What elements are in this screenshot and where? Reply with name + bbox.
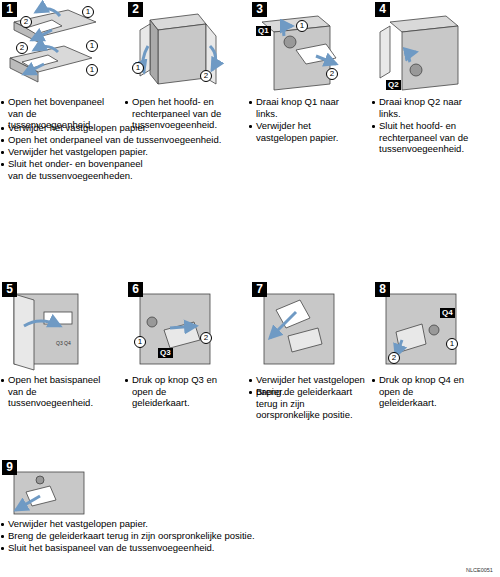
instruction-text: Draai knop Q2 naar links.	[379, 96, 462, 119]
instruction-text: Sluit het onder- en bovenpaneel van de t…	[8, 158, 143, 181]
callout-number: 1	[296, 20, 308, 32]
bullet	[1, 151, 4, 154]
callout-number: 1	[82, 6, 94, 18]
knob-label: Q2	[386, 80, 401, 90]
instruction-item: Draai knop Q2 naar links.	[371, 96, 463, 119]
step-number: 8	[375, 282, 390, 297]
bullet	[1, 163, 4, 166]
instruction-text: Draai knop Q1 naar links.	[256, 96, 339, 119]
bullet	[372, 125, 375, 128]
step-number: 6	[128, 282, 143, 297]
knob-label: Q1	[256, 26, 271, 36]
instruction-text: Breng de geleiderkaart terug in zijn oor…	[256, 386, 353, 420]
bullet	[1, 535, 4, 538]
bullet	[125, 101, 128, 104]
step-number: 5	[2, 282, 17, 297]
instruction-item: Open het hoofd- en rechterpaneel van de …	[124, 96, 242, 131]
instruction-text: Druk op knop Q4 en open de geleiderkaart…	[379, 374, 464, 408]
instruction-item: Sluit het basispaneel van de tussenvoege…	[0, 542, 420, 554]
step-number: 9	[2, 460, 17, 475]
callout-number: 2	[16, 42, 28, 54]
bullet	[125, 379, 128, 382]
bullet	[1, 139, 4, 142]
step-number: 2	[128, 2, 143, 17]
callout-number: 2	[20, 16, 32, 28]
instruction-item: Verwijder het vastgelopen papier.	[0, 518, 420, 530]
step-number: 7	[252, 282, 267, 297]
callout-number: 1	[86, 40, 98, 52]
instruction-text: Open het onderpaneel van de tussenvoegee…	[8, 134, 221, 145]
callout-number: 2	[200, 70, 212, 82]
instruction-item: Druk op knop Q3 en open de geleiderkaart…	[124, 374, 224, 409]
instruction-text: Verwijder het vastgelopen papier.	[8, 146, 148, 157]
figure-code: NLCE0051	[466, 567, 493, 573]
callout-number: 1	[446, 338, 458, 350]
step-number: 3	[252, 2, 267, 17]
instruction-text: Verwijder het vastgelopen papier.	[256, 120, 338, 143]
instruction-text: Open het basispaneel van de tussenvoegee…	[8, 374, 100, 408]
bullet	[1, 523, 4, 526]
callout-number: 1	[132, 62, 144, 74]
instruction-item: Open het onderpaneel van de tussenvoegee…	[0, 134, 300, 146]
instruction-item: Verwijder het vastgelopen papier.	[248, 120, 348, 143]
bullet	[1, 101, 4, 104]
instruction-item: Verwijder het vastgelopen papier.	[0, 146, 300, 158]
instruction-item: Breng de geleiderkaart terug in zijn oor…	[0, 530, 420, 542]
instruction-text: Druk op knop Q3 en open de geleiderkaart…	[132, 374, 217, 408]
knob-label: Q3	[56, 340, 63, 346]
bullet	[1, 547, 4, 550]
bullet	[249, 125, 252, 128]
knob-label: Q4	[440, 308, 455, 318]
instruction-text: Breng de geleiderkaart terug in zijn oor…	[8, 530, 255, 541]
instruction-text: Open het hoofd- en rechterpaneel van de …	[132, 96, 221, 130]
instruction-text: Sluit het hoofd- en rechterpaneel van de…	[379, 120, 468, 154]
callout-number: 2	[388, 352, 400, 364]
instruction-item: Open het basispaneel van de tussenvoegee…	[0, 374, 104, 409]
callout-number: 1	[86, 64, 98, 76]
step-number: 4	[375, 2, 390, 17]
bullet	[249, 379, 252, 382]
instruction-text: Verwijder het vastgelopen papier.	[8, 122, 148, 133]
bullet	[249, 101, 252, 104]
bullet	[1, 379, 4, 382]
knob-label: Q4	[64, 340, 71, 346]
step-panel: 3	[252, 2, 340, 94]
callout-number: 2	[326, 68, 338, 80]
step-number: 1	[2, 2, 17, 17]
instruction-item: Draai knop Q1 naar links.	[248, 96, 340, 119]
bullet	[249, 391, 252, 394]
instruction-item: Sluit het hoofd- en rechterpaneel van de…	[371, 120, 496, 155]
instruction-item: Sluit het onder- en bovenpaneel van de t…	[0, 158, 155, 181]
callout-number: 1	[134, 336, 146, 348]
instruction-item: Druk op knop Q4 en open de geleiderkaart…	[371, 374, 471, 409]
instruction-text: Sluit het basispaneel van de tussenvoege…	[8, 542, 215, 553]
step-panel: 5	[2, 282, 92, 370]
instruction-text: Verwijder het vastgelopen papier.	[8, 518, 148, 529]
instruction-item: Breng de geleiderkaart terug in zijn oor…	[248, 386, 370, 421]
step-panel: 7	[252, 282, 340, 370]
knob-label: Q3	[158, 348, 173, 358]
callout-number: 2	[200, 332, 212, 344]
bullet	[372, 379, 375, 382]
step-panel: 9	[2, 460, 92, 515]
bullet	[1, 127, 4, 130]
bullet	[372, 101, 375, 104]
